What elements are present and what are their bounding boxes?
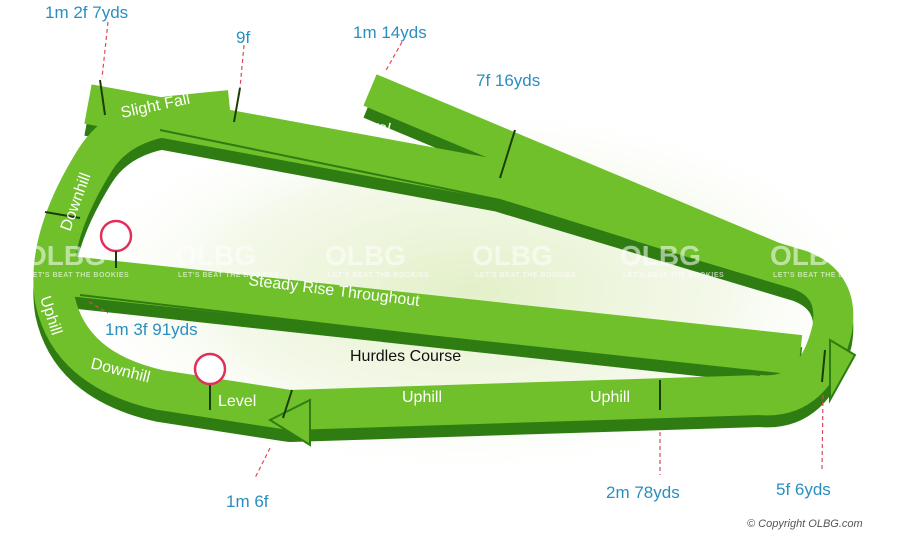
start-arrow	[829, 338, 857, 404]
hurdles-post-marker	[193, 352, 227, 386]
watermark-tagline: LET'S BEAT THE BOOKIES	[328, 272, 429, 279]
track-edges	[79, 129, 791, 376]
distance-label: 1m 3f 91yds	[105, 320, 198, 339]
watermark-brand: OLBG	[25, 240, 106, 271]
finish-arrow	[267, 398, 311, 447]
copyright-notice: © Copyright OLBG.com	[747, 518, 863, 530]
watermark-brand: OLBG	[620, 240, 701, 271]
track-label-uphill-finish: Uphill	[590, 389, 630, 406]
distance-label: 2m 78yds	[606, 483, 680, 502]
track	[33, 74, 854, 430]
distance-label: 5f 6yds	[776, 480, 831, 499]
watermark-brand: OLBG	[175, 240, 256, 271]
watermark: OLBG LET'S BEAT THE BOOKIES OLBG LET'S B…	[25, 240, 874, 279]
watermark-brand: OLBG	[325, 240, 406, 271]
course-name: Hurdles Course	[350, 348, 461, 365]
watermark-tagline: LET'S BEAT THE BOOKIES	[623, 272, 724, 279]
distance-label: 1m 14yds	[353, 23, 427, 42]
watermark-tagline: LET'S BEAT THE BOOKIES	[475, 272, 576, 279]
watermark-tagline: LET'S BEAT THE BOOKIES	[28, 272, 129, 279]
watermark-brand: OLBG	[472, 240, 553, 271]
track-label-uphill-straight: Uphill	[402, 389, 442, 406]
distance-label: 1m 6f	[226, 492, 269, 511]
track-label-level-lower: Level	[218, 393, 256, 410]
distance-label: 7f 16yds	[476, 71, 540, 90]
lead-lines	[88, 21, 824, 479]
watermark-brand: OLBG	[770, 240, 851, 271]
distance-label: 1m 2f 7yds	[45, 3, 128, 22]
distance-label: 9f	[236, 28, 250, 47]
winning-post-marker	[99, 219, 133, 253]
watermark-tagline: LET'S BEAT THE BOOKIES	[773, 272, 874, 279]
watermark-tagline: LET'S BEAT THE BOOKIES	[178, 272, 279, 279]
